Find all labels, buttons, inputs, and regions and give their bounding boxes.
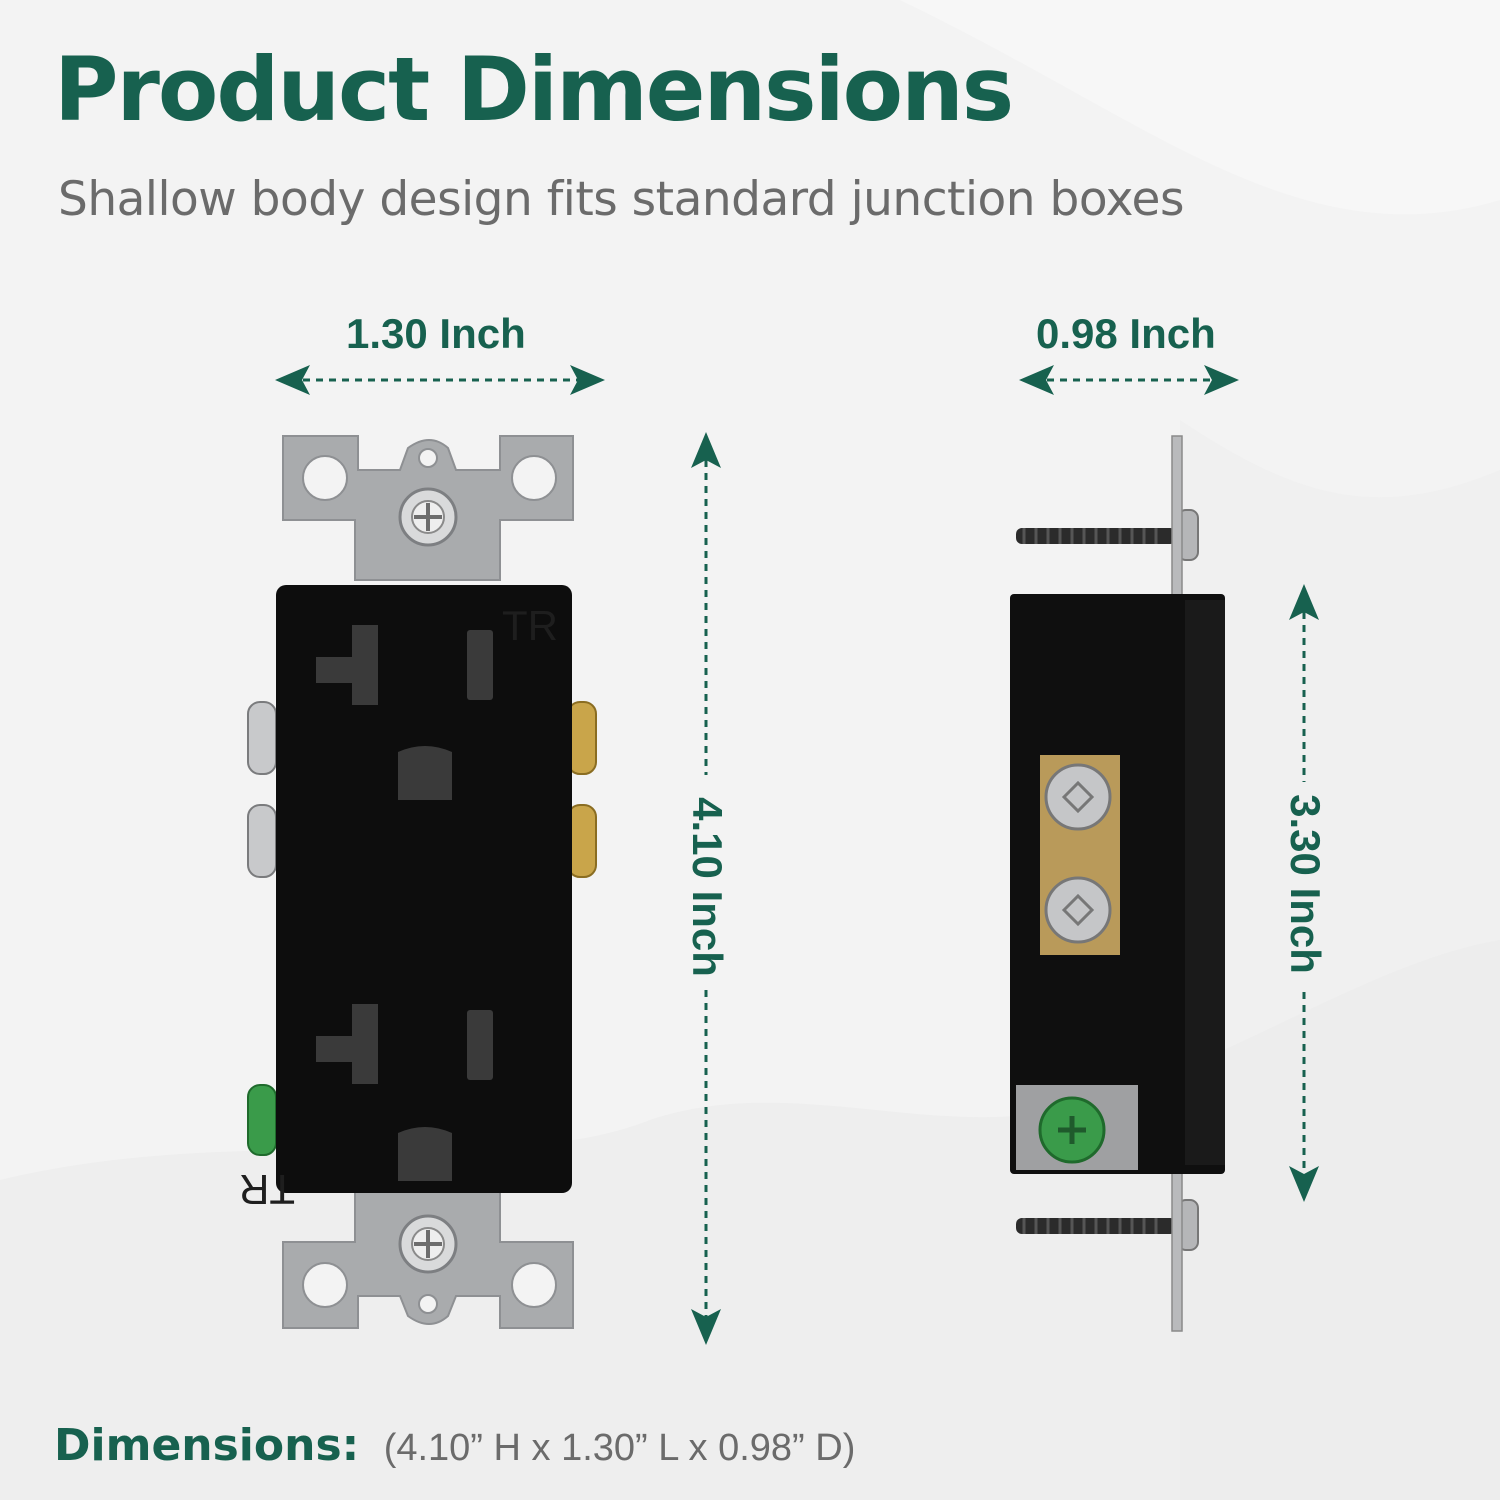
upper-receptacle: [316, 625, 493, 800]
front-height-arrow: [691, 432, 721, 1345]
front-outlet-image: TR TR: [239, 435, 597, 1329]
side-depth-label: 0.98 Inch: [1036, 310, 1216, 357]
tr-marking-bottom: TR: [239, 1166, 295, 1213]
dimensions-summary: Dimensions: (4.10” H x 1.30” L x 0.98” D…: [54, 1420, 855, 1471]
front-height-label: 4.10 Inch: [684, 797, 731, 977]
front-width-label: 1.30 Inch: [346, 310, 526, 357]
brass-terminal-screws: [567, 701, 597, 878]
top-screw-icon: [398, 487, 458, 547]
tr-marking-top: TR: [502, 602, 558, 649]
silver-terminal-screws: [247, 701, 277, 878]
side-brass-terminals: [1040, 755, 1120, 955]
bottom-screw-icon: [398, 1214, 458, 1274]
side-height-label: 3.30 Inch: [1282, 794, 1329, 974]
lower-receptacle: [316, 1004, 493, 1181]
dimensions-summary-label: Dimensions:: [54, 1420, 360, 1471]
page-title: Product Dimensions: [54, 38, 1014, 141]
front-width-arrow: [275, 365, 605, 395]
dimensions-summary-value: (4.10” H x 1.30” L x 0.98” D): [383, 1427, 856, 1469]
side-ground-terminal: [1016, 1085, 1138, 1170]
side-height-arrow: [1289, 584, 1319, 1202]
side-depth-arrow: [1019, 365, 1239, 395]
page-subtitle: Shallow body design fits standard juncti…: [58, 172, 1184, 227]
mounting-screw-bottom-icon: [1016, 1199, 1199, 1251]
side-outlet-image: [1010, 435, 1225, 1332]
mounting-screw-top-icon: [1016, 509, 1199, 561]
ground-screw-icon: [247, 1084, 277, 1156]
